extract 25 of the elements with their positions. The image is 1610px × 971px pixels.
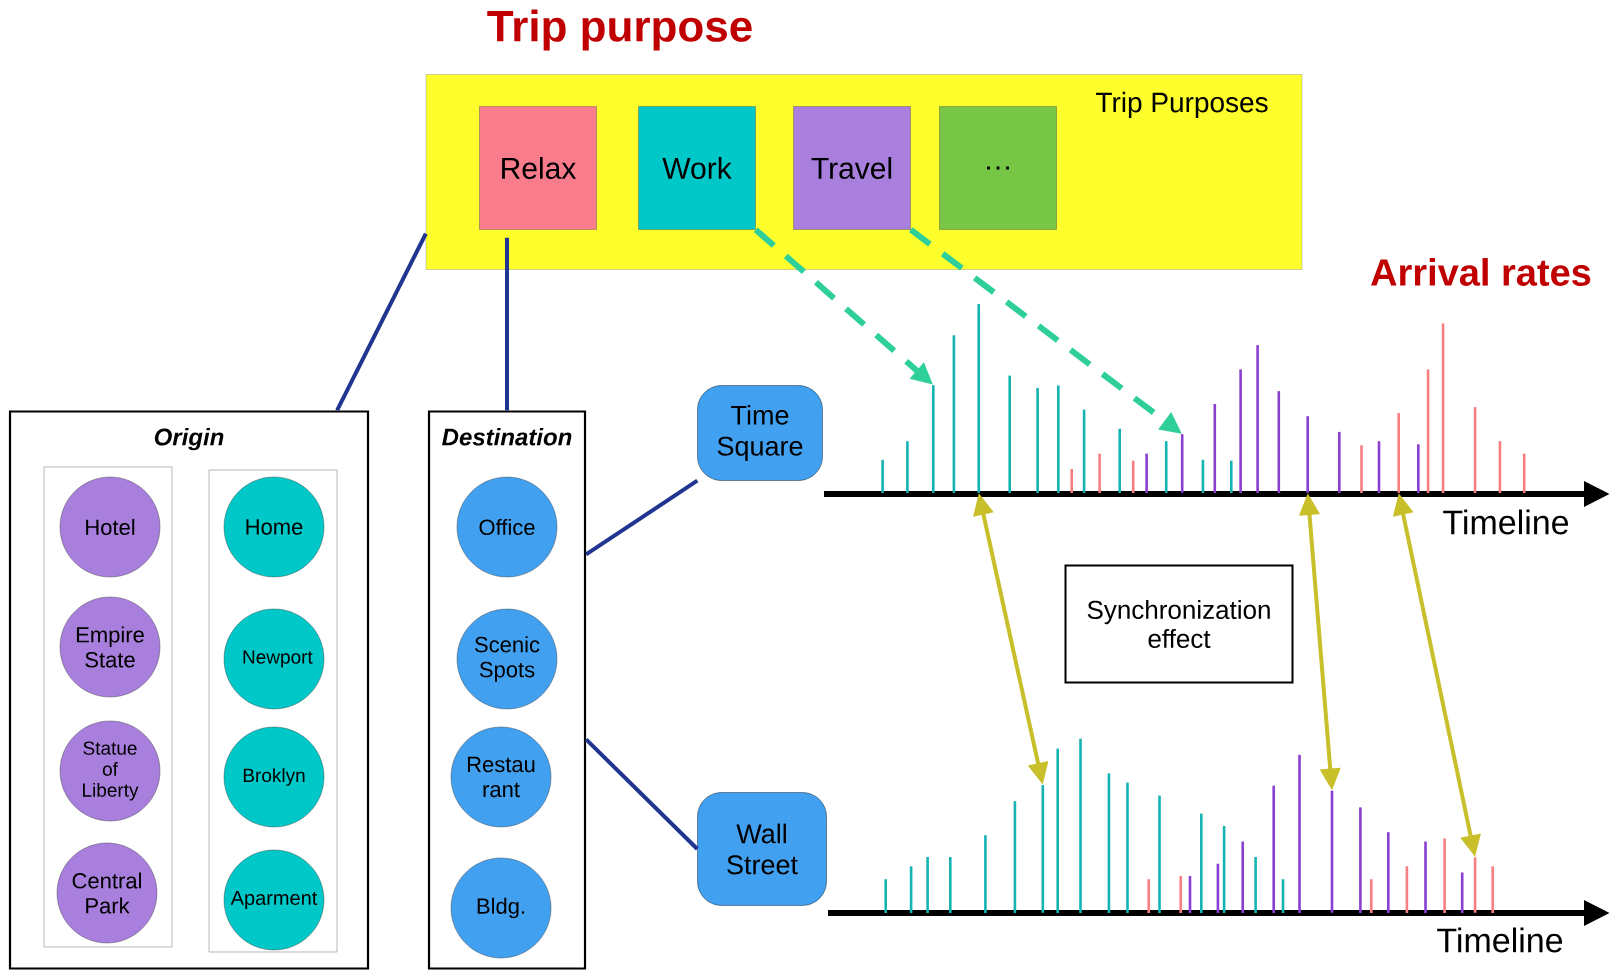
purpose-box: … [939, 106, 1057, 230]
purpose-box: Relax [479, 106, 597, 230]
arrival-spike [1397, 413, 1400, 493]
arrival-spike [932, 385, 935, 493]
arrival-spike [1306, 416, 1309, 493]
column-frame [208, 469, 338, 953]
axis-label: Timeline [1443, 509, 1569, 535]
location-box: Wall Street [697, 792, 827, 906]
arrival-spike [1180, 434, 1184, 493]
connector-line [505, 237, 509, 411]
arrival-spike [1041, 785, 1045, 913]
connector-line [335, 232, 428, 412]
chart-heading: Arrival rates [1371, 258, 1591, 286]
connector-line [584, 737, 699, 851]
title: Trip purpose [487, 9, 752, 51]
arrival-spike [1473, 857, 1477, 913]
location-box: Time Square [697, 385, 823, 481]
purpose-box: Travel [793, 106, 911, 230]
note-box: Synchronization effect [1064, 564, 1294, 684]
arrival-spike [1330, 790, 1334, 913]
purpose-box: Work [638, 106, 756, 230]
arrival-spike [977, 304, 980, 493]
column-frame [43, 466, 173, 948]
connector-line [585, 479, 699, 557]
axis-label: Timeline [1437, 927, 1563, 953]
